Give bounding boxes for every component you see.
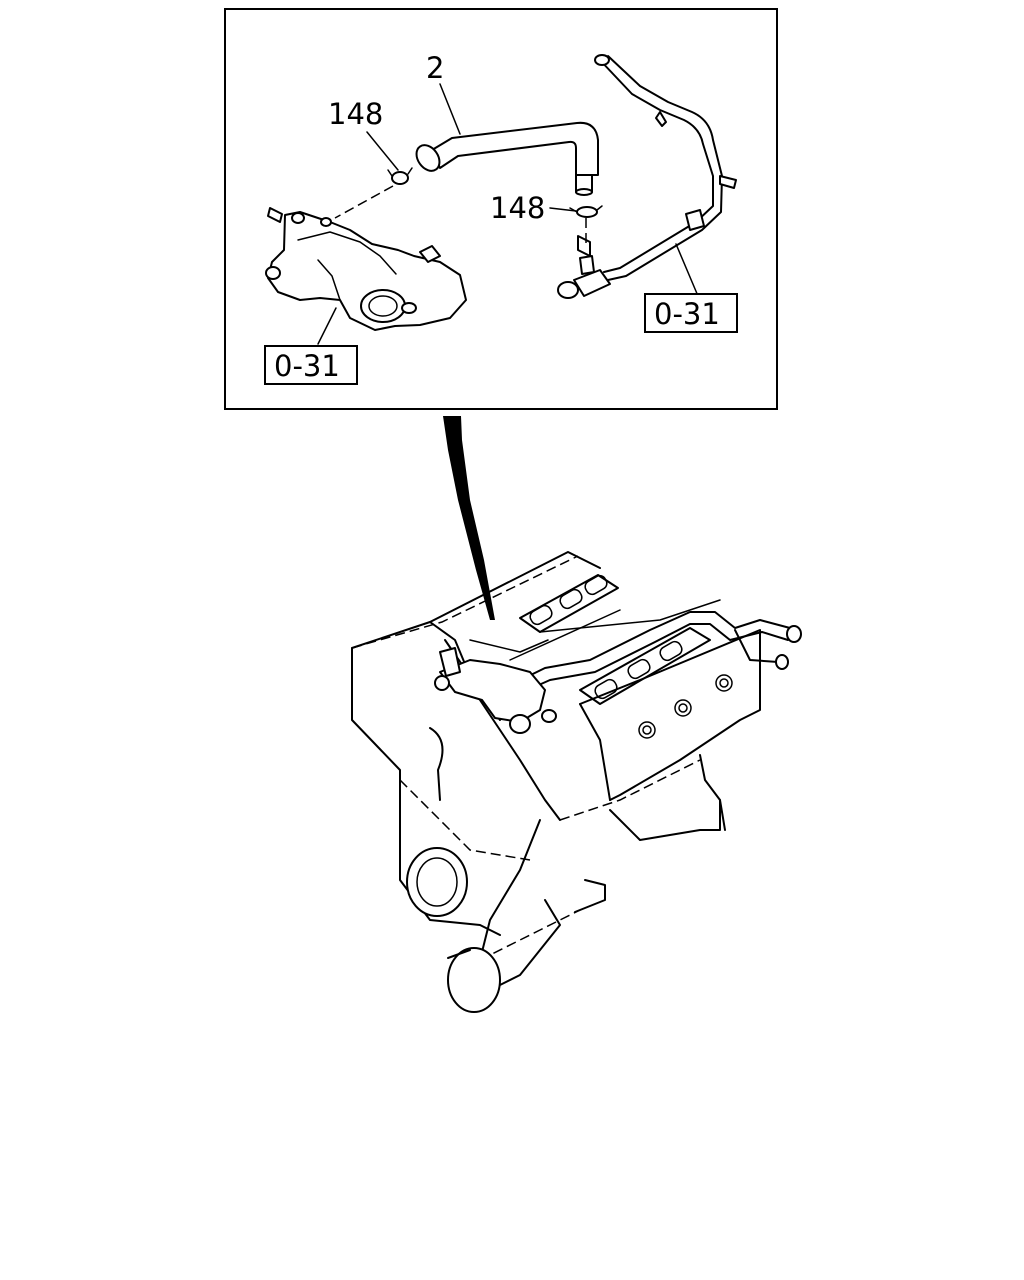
callout-148-right: 148 — [490, 191, 545, 225]
ref-box-right[interactable]: 0-31 — [644, 293, 738, 333]
leader-148-right — [549, 207, 577, 212]
ref-box-left[interactable]: 0-31 — [264, 345, 358, 385]
leader-ref-right — [675, 243, 699, 297]
water-pipe-assembly — [557, 54, 737, 299]
clamp-left-148 — [387, 167, 413, 185]
callout-2: 2 — [426, 51, 444, 85]
engine-block — [351, 551, 802, 1013]
water-outlet-housing — [265, 207, 467, 331]
ref-label-right: 0-31 — [654, 297, 720, 331]
leader-2 — [439, 83, 461, 135]
inset-frame — [224, 8, 778, 410]
dash-clamp-left — [334, 185, 394, 219]
leader-148-left — [366, 131, 399, 171]
detail-pointer-wedge — [443, 416, 495, 620]
callout-148-left: 148 — [328, 97, 383, 131]
hose-part-2 — [415, 121, 599, 196]
ref-label-left: 0-31 — [274, 349, 340, 383]
detail-inset: 2 148 148 0-31 0-31 — [224, 8, 778, 410]
leader-ref-left — [317, 307, 337, 345]
